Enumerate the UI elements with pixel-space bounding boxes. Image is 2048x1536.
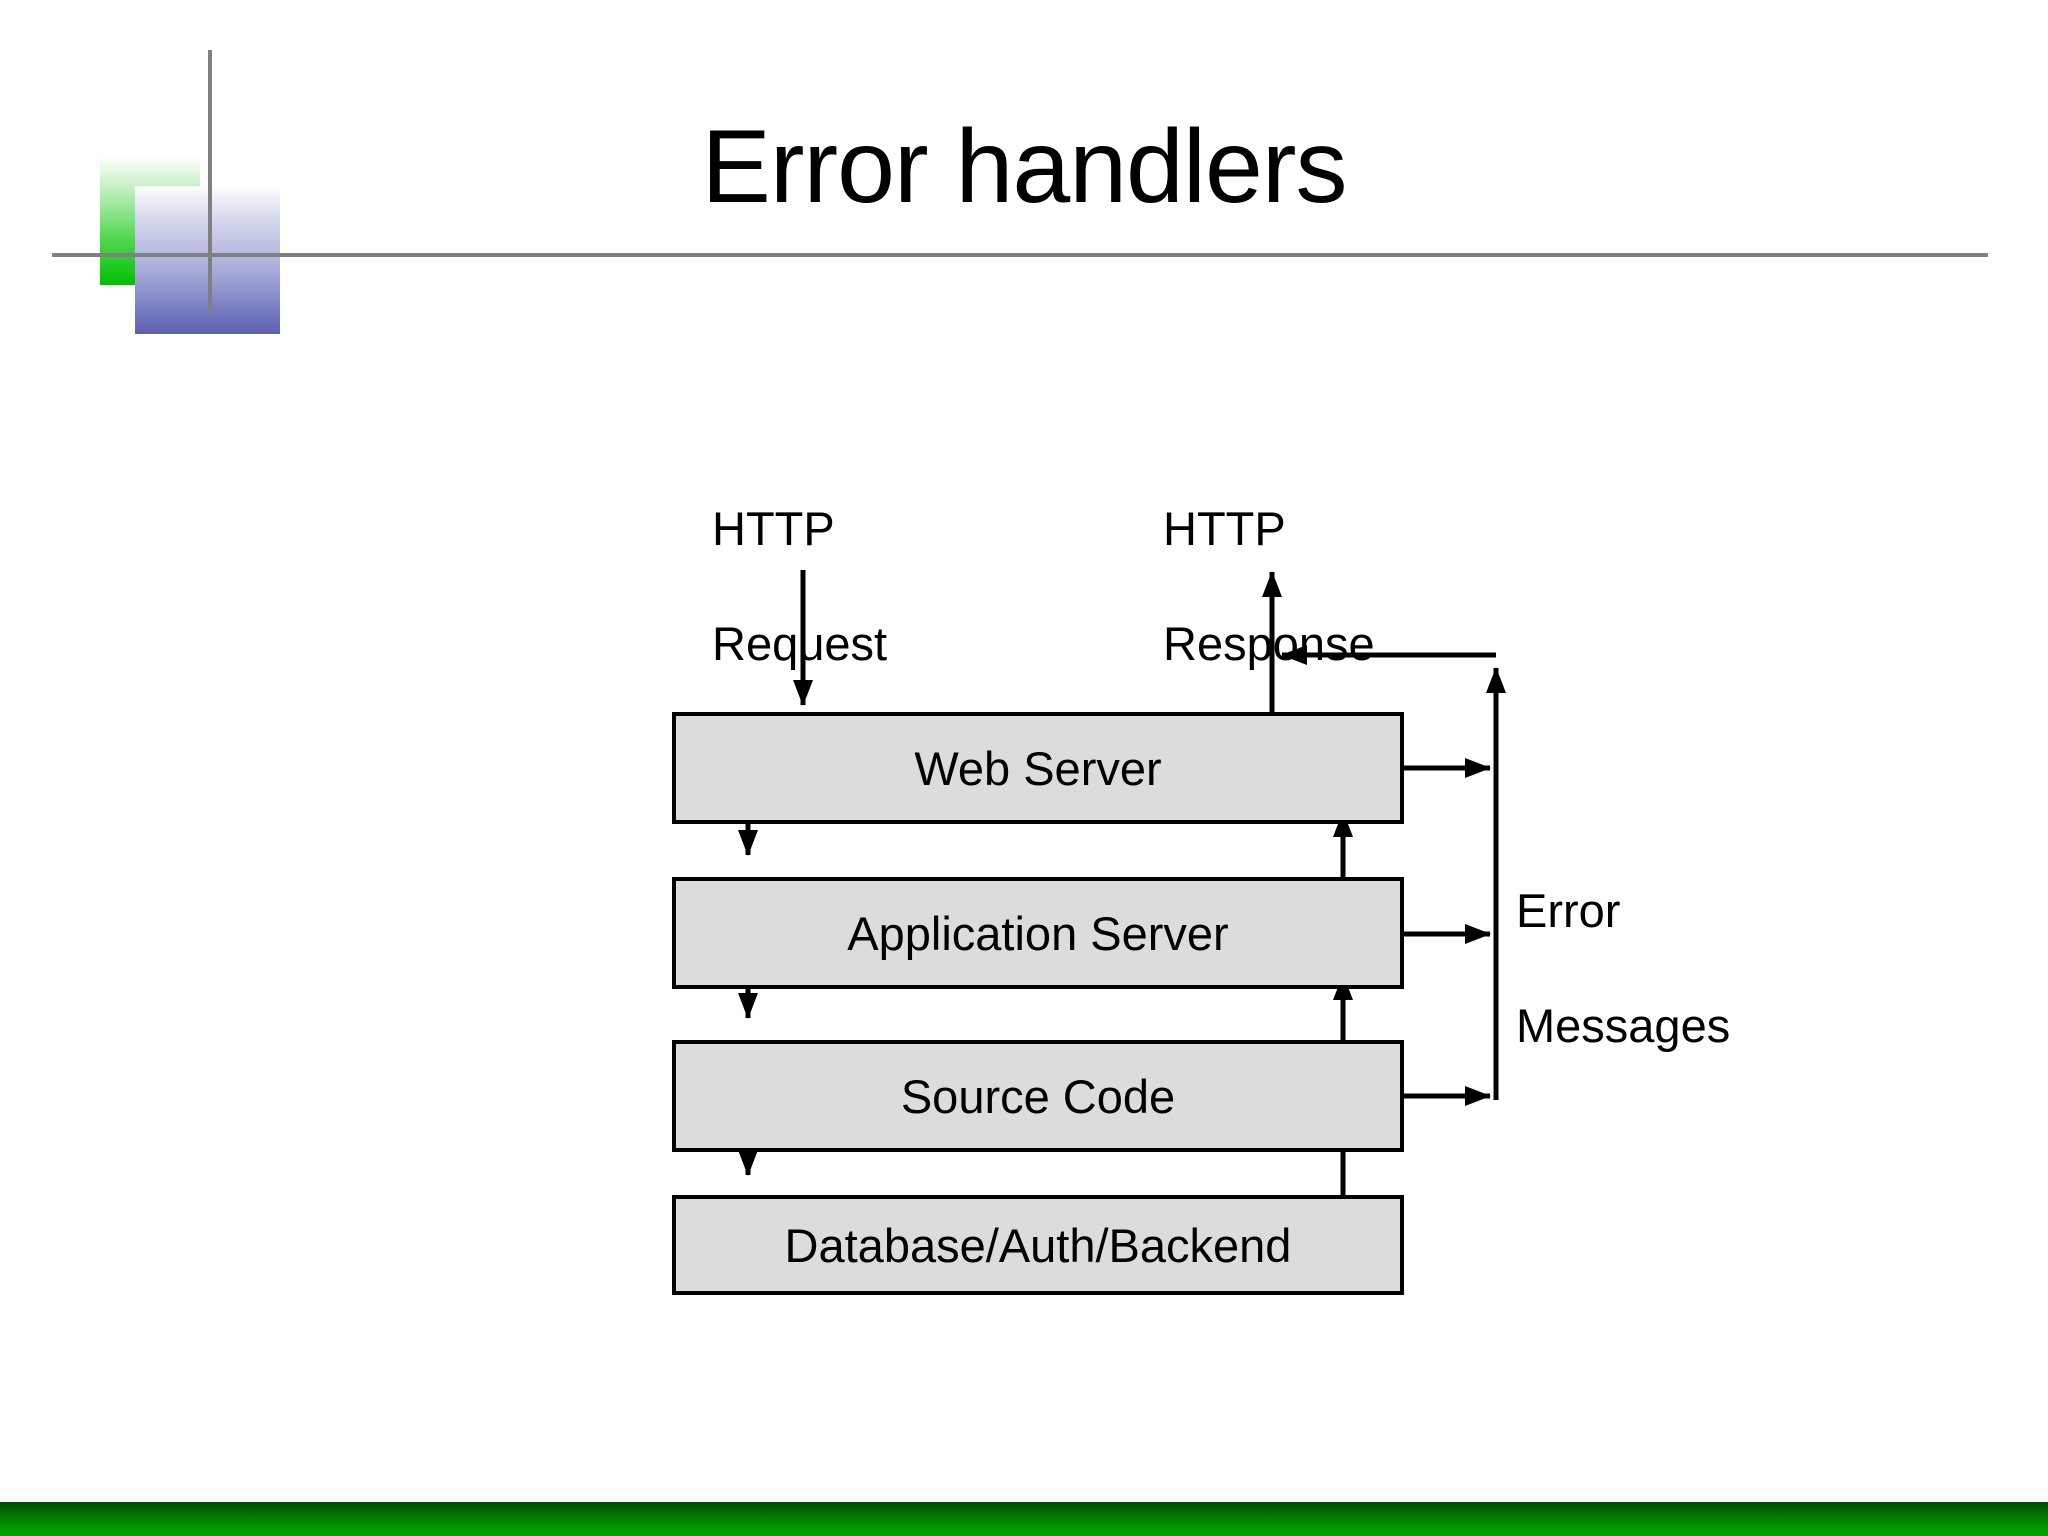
node-application-server: Application Server <box>672 877 1404 989</box>
label-http-request: HTTP Request <box>712 443 887 730</box>
label-http-request-line2: Request <box>712 616 888 670</box>
label-error-messages: Error Messages <box>1516 825 1730 1112</box>
label-error-messages-line2: Messages <box>1516 998 1731 1052</box>
label-http-response: HTTP Response <box>1163 443 1375 730</box>
node-web-server: Web Server <box>672 712 1404 824</box>
page-title: Error handlers <box>701 109 1348 225</box>
logo-vertical-tick-icon <box>208 50 212 310</box>
logo-blue-square <box>135 186 280 334</box>
node-database-auth-backend: Database/Auth/Backend <box>672 1195 1404 1295</box>
title-divider <box>52 253 1988 257</box>
label-http-response-line2: Response <box>1163 616 1375 670</box>
node-source-code: Source Code <box>672 1040 1404 1152</box>
label-error-messages-line1: Error <box>1516 884 1621 938</box>
label-http-request-line1: HTTP <box>712 502 835 556</box>
label-http-response-line1: HTTP <box>1163 502 1286 556</box>
footer-accent-bar <box>0 1502 2048 1536</box>
